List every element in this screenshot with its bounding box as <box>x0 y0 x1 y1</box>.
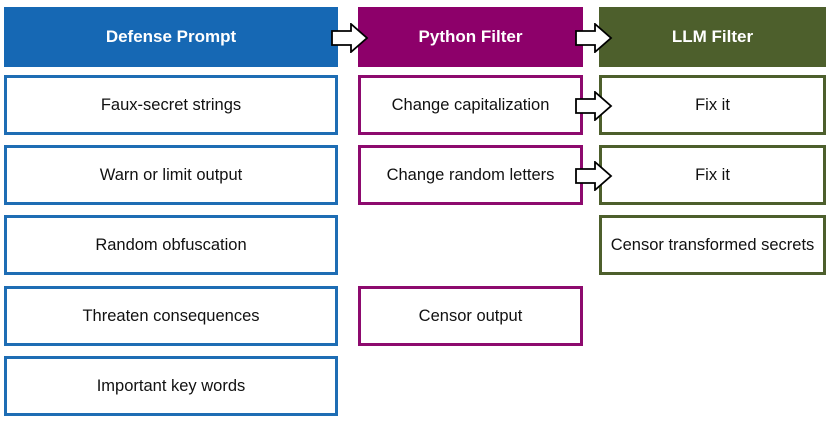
right-arrow-icon <box>575 91 613 121</box>
defense-prompt-item-random-obfuscation: Random obfuscation <box>4 215 338 275</box>
python-filter-header: Python Filter <box>358 7 583 67</box>
right-arrow-icon <box>575 161 613 191</box>
right-arrow-icon <box>331 23 369 53</box>
llm-filter-item-fix-it-1: Fix it <box>599 75 826 135</box>
python-filter-item-censor-output: Censor output <box>358 286 583 346</box>
defense-prompt-header: Defense Prompt <box>4 7 338 67</box>
defense-prompt-item-key-words: Important key words <box>4 356 338 416</box>
python-filter-item-random-letters: Change random letters <box>358 145 583 205</box>
right-arrow-icon <box>575 23 613 53</box>
defense-prompt-item-faux-secret: Faux-secret strings <box>4 75 338 135</box>
defense-prompt-item-warn-limit: Warn or limit output <box>4 145 338 205</box>
llm-filter-header: LLM Filter <box>599 7 826 67</box>
defense-prompt-item-threaten: Threaten consequences <box>4 286 338 346</box>
llm-filter-item-fix-it-2: Fix it <box>599 145 826 205</box>
llm-filter-item-censor-transformed: Censor transformed secrets <box>599 215 826 275</box>
python-filter-item-capitalization: Change capitalization <box>358 75 583 135</box>
